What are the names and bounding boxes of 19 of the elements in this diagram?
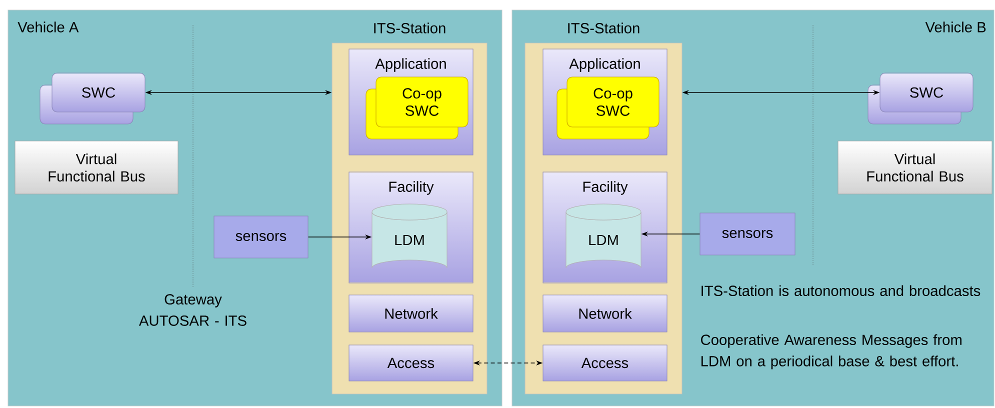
component-stack: Co-op SWC bbox=[366, 76, 468, 140]
layer-box: Access bbox=[348, 344, 474, 382]
component-stack: Co-op SWC bbox=[556, 76, 660, 140]
database-cylinder: LDM bbox=[372, 204, 448, 268]
note-text: Gateway AUTOSAR - ITS bbox=[138, 294, 246, 326]
layer-box: Network bbox=[348, 294, 474, 332]
database-cylinder: LDM bbox=[566, 204, 642, 268]
component-stack: SWC bbox=[868, 72, 974, 124]
sensor-box: sensors bbox=[700, 212, 796, 256]
note-text: ITS-Station is autonomous and broadcasts bbox=[702, 285, 980, 296]
bus-box: Virtual Functional Bus bbox=[838, 140, 992, 194]
node-label: ITS-Station bbox=[568, 22, 640, 34]
bus-box: Virtual Functional Bus bbox=[14, 140, 178, 194]
layer-box: Network bbox=[542, 294, 668, 332]
node-label: ITS-Station bbox=[374, 22, 446, 34]
component-stack: SWC bbox=[40, 72, 146, 124]
layer-box: Access bbox=[542, 344, 668, 382]
sensor-box: sensors bbox=[214, 216, 308, 258]
note-text: Cooperative Awareness Messages from LDM on a periodical base & best effort. bbox=[701, 334, 962, 370]
